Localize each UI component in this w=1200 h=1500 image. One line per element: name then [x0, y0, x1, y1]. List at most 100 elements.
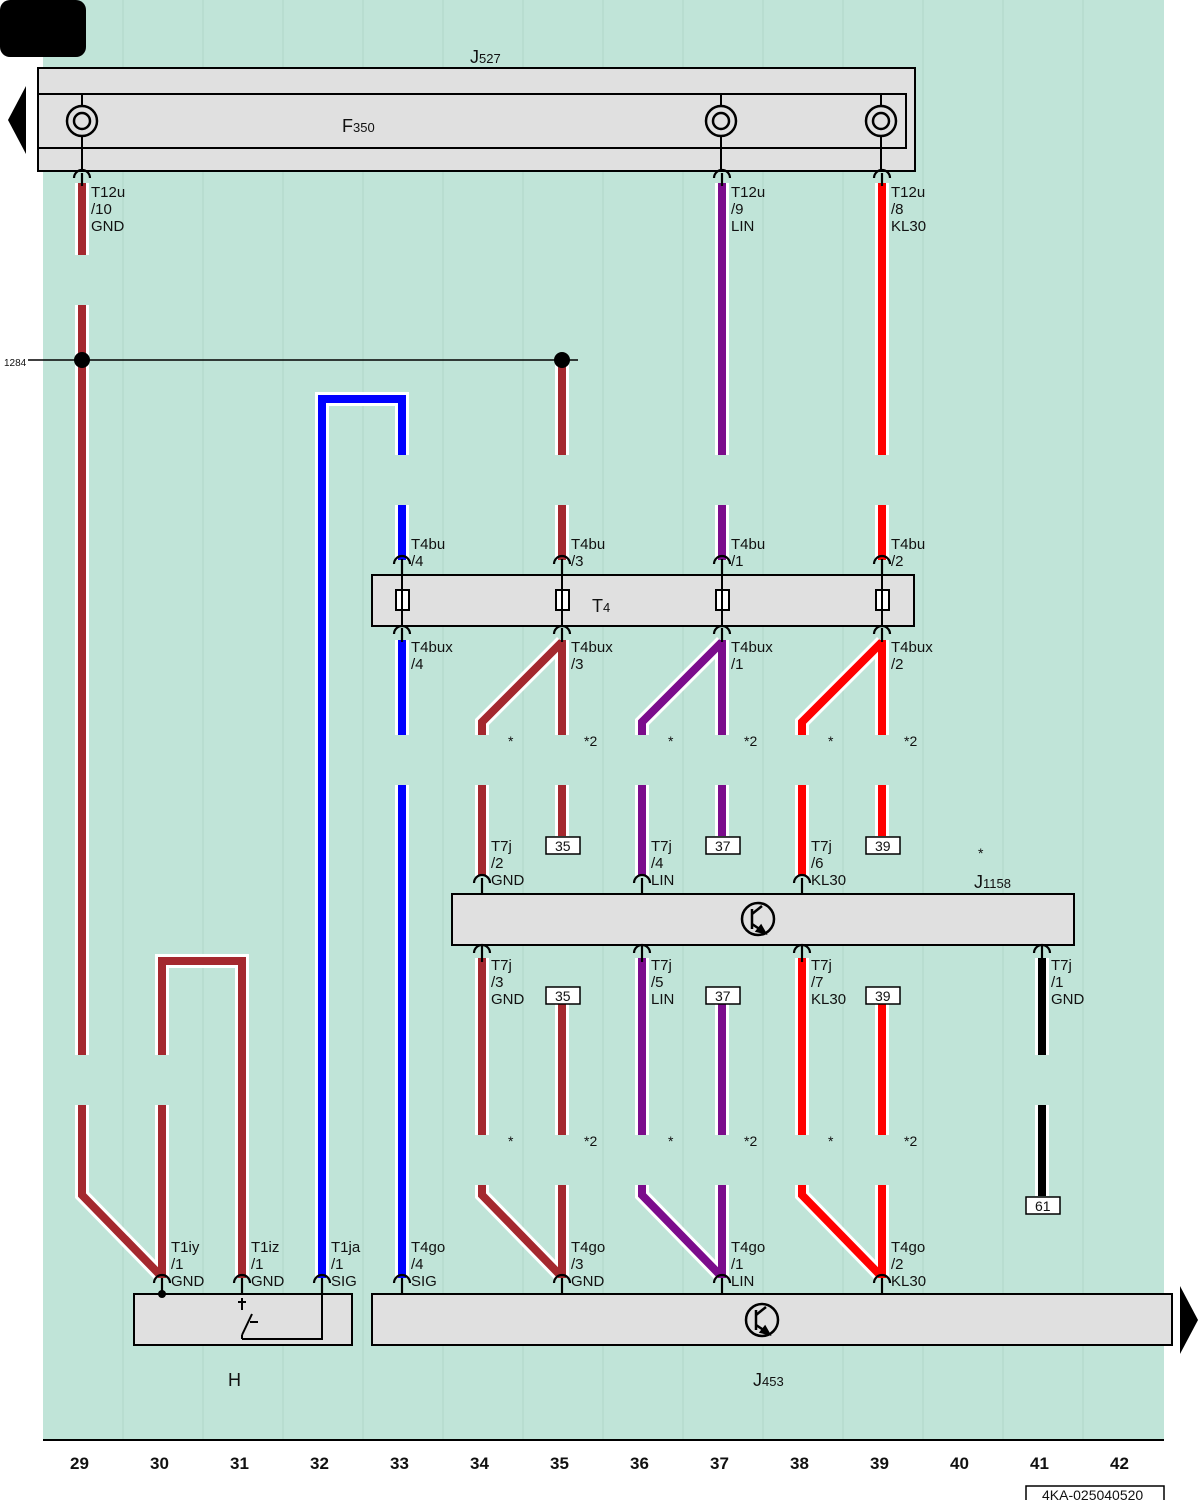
variant-mark: * [828, 733, 834, 749]
component-t4: T4 [371, 574, 915, 627]
ref-box-39[interactable] [865, 836, 901, 855]
ref-box-35-label: 35 [555, 838, 571, 854]
pin-label-t4bux-4: T4bux/4 [411, 639, 453, 673]
ref-box-35-label: 35 [555, 988, 571, 1004]
column-number: 31 [230, 1454, 249, 1473]
variant-mark: * [668, 1133, 674, 1149]
column-number: 42 [1110, 1454, 1129, 1473]
column-number: 30 [150, 1454, 169, 1473]
nav-arrow-left-icon[interactable] [8, 86, 26, 154]
ground-ref-label: 1284 [4, 358, 27, 369]
j453-label: J453 [753, 1370, 784, 1390]
wires-brown [78, 183, 566, 1278]
ref-box-35[interactable] [545, 986, 581, 1005]
ref-box-39-label: 39 [875, 988, 891, 1004]
wires-purple [638, 183, 726, 1278]
connector-pins [72, 168, 1052, 1293]
wires-blue [318, 395, 406, 1278]
column-numbers: 29 30 31 32 33 34 35 36 37 38 39 40 41 4… [70, 1454, 1129, 1473]
j1158-label: J1158 [974, 872, 1011, 892]
wire-gnd-34-c [478, 1185, 563, 1278]
ground-bus-1284: 1284 [4, 352, 578, 369]
page-corner-tab [0, 0, 86, 57]
column-number: 29 [70, 1454, 89, 1473]
pin-label-t4bu-4: T4bu/4 [411, 536, 445, 570]
j1158-variant-mark: * [978, 845, 984, 861]
component-j453: J453 [371, 1293, 1173, 1390]
pin-label-t4bu-3: T4bu/3 [571, 536, 605, 570]
transistor-icon [740, 901, 776, 937]
column-number: 36 [630, 1454, 649, 1473]
variant-mark: * [508, 733, 514, 749]
wire-gnd-34-branch [478, 639, 565, 735]
variant-mark: *2 [904, 733, 917, 749]
ref-box-35[interactable] [545, 836, 581, 855]
component-j1158: J1158 * [451, 845, 1075, 946]
page-code: 4KA-025040520 [1042, 1487, 1143, 1500]
variant-mark: * [508, 1133, 514, 1149]
ref-box-37[interactable] [705, 986, 741, 1005]
wire-gnd-29-bottom [78, 1105, 163, 1278]
column-number: 40 [950, 1454, 969, 1473]
wires-red [798, 183, 886, 1278]
ref-box-37[interactable] [705, 836, 741, 855]
ref-box-37-label: 37 [715, 988, 731, 1004]
wire-lin-36-c [638, 1185, 723, 1278]
ref-box-61[interactable] [1025, 1196, 1061, 1215]
f350-label: F350 [342, 116, 375, 136]
variant-mark: *2 [584, 733, 597, 749]
component-h: H [133, 1290, 353, 1390]
pin-label-t4bu-2: T4bu/2 [891, 536, 925, 570]
switch-icon [238, 1290, 323, 1340]
variant-mark: *2 [904, 1133, 917, 1149]
ref-box-37-label: 37 [715, 838, 731, 854]
pin-label-t4bux-3: T4bux/3 [571, 639, 613, 673]
variant-mark: *2 [744, 733, 757, 749]
column-number: 34 [470, 1454, 489, 1473]
ref-box-39-label: 39 [875, 838, 891, 854]
column-number: 41 [1030, 1454, 1049, 1473]
column-number: 32 [310, 1454, 329, 1473]
wire-sig-32-33 [318, 395, 406, 1278]
variant-mark: *2 [744, 1133, 757, 1149]
transistor-icon [744, 1302, 780, 1338]
pin-label-t4bux-1: T4bux/1 [731, 639, 773, 673]
column-number: 39 [870, 1454, 889, 1473]
column-number: 33 [390, 1454, 409, 1473]
column-dividers [122, 0, 1084, 1440]
column-number: 35 [550, 1454, 569, 1473]
wire-lin-36-branch [638, 639, 725, 735]
component-f350: F350 [37, 93, 907, 171]
ref-box-39[interactable] [865, 986, 901, 1005]
wire-gnd-loop-30-31 [158, 957, 246, 1278]
column-number: 37 [710, 1454, 729, 1473]
wire-kl30-38-branch [798, 639, 885, 735]
wire-kl30-38-c [798, 1185, 883, 1278]
page-code-box [1025, 1485, 1165, 1500]
column-number: 38 [790, 1454, 809, 1473]
nav-arrow-right-icon[interactable] [1180, 1286, 1198, 1354]
variant-mark: *2 [584, 1133, 597, 1149]
variant-mark: * [828, 1133, 834, 1149]
variant-mark: * [668, 733, 674, 749]
t4-label: T4 [592, 596, 610, 616]
ref-box-61-label: 61 [1035, 1198, 1051, 1214]
j527-label: J527 [470, 47, 501, 67]
h-label: H [228, 1370, 241, 1390]
